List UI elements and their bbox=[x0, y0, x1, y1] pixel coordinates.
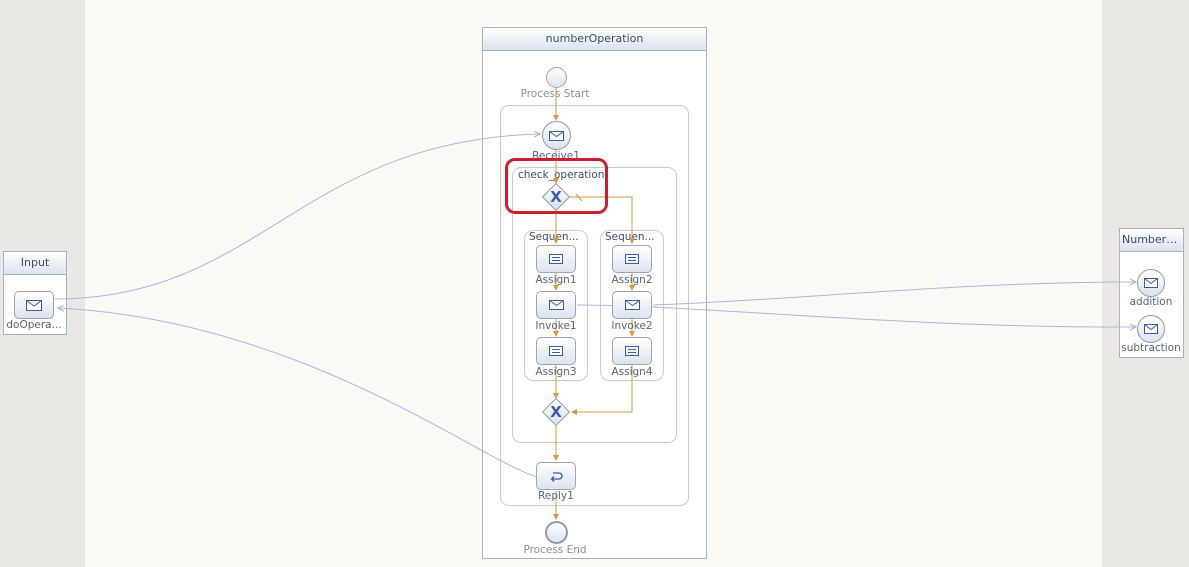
process-end-event[interactable] bbox=[545, 521, 568, 544]
invoke2-label: Invoke2 bbox=[611, 320, 653, 332]
exclusive-x-icon: X bbox=[550, 188, 562, 206]
process-start-event[interactable] bbox=[546, 67, 567, 88]
input-operation-label: doOpera... bbox=[6, 319, 62, 331]
exclusive-x-icon: X bbox=[550, 403, 562, 421]
check-operation-if-scope[interactable] bbox=[512, 167, 677, 443]
assign-icon bbox=[625, 346, 639, 356]
invoke1-label: Invoke1 bbox=[535, 320, 577, 332]
invoke1-activity[interactable] bbox=[536, 291, 576, 319]
process-end-label: Process End bbox=[523, 544, 587, 556]
reply-arrow-icon bbox=[550, 472, 563, 482]
envelope-icon bbox=[1144, 324, 1158, 334]
reply1-activity[interactable] bbox=[536, 462, 576, 490]
number-partner-title: NumberS... bbox=[1120, 229, 1183, 252]
assign1-activity[interactable] bbox=[536, 245, 576, 273]
process-start-label: Process Start bbox=[520, 88, 590, 100]
assign2-activity[interactable] bbox=[612, 245, 652, 273]
input-do-operation-button[interactable] bbox=[14, 291, 54, 319]
envelope-icon bbox=[624, 300, 640, 310]
envelope-icon bbox=[548, 300, 564, 310]
addition-operation-button[interactable] bbox=[1137, 269, 1165, 297]
assign-icon bbox=[549, 346, 563, 356]
assign3-activity[interactable] bbox=[536, 337, 576, 365]
link-invoke2-to-addition bbox=[652, 282, 1136, 306]
invoke2-activity[interactable] bbox=[612, 291, 652, 319]
addition-label: addition bbox=[1129, 296, 1173, 308]
assign-icon bbox=[625, 254, 639, 264]
reply1-label: Reply1 bbox=[538, 490, 574, 502]
input-partner-title: Input bbox=[4, 252, 66, 275]
envelope-icon bbox=[1144, 278, 1158, 288]
process-container[interactable]: numberOperation bbox=[482, 27, 707, 559]
subtraction-label: subtraction bbox=[1121, 342, 1181, 354]
assign-icon bbox=[549, 254, 563, 264]
assign2-label: Assign2 bbox=[611, 274, 653, 286]
assign4-activity[interactable] bbox=[612, 337, 652, 365]
link-reply-to-input bbox=[58, 308, 538, 478]
highlight-annotation bbox=[505, 158, 608, 214]
assign3-label: Assign3 bbox=[535, 366, 577, 378]
envelope-icon bbox=[549, 130, 564, 141]
envelope-icon bbox=[26, 299, 42, 311]
subtraction-operation-button[interactable] bbox=[1137, 315, 1165, 343]
receive1-activity[interactable] bbox=[542, 121, 571, 150]
link-input-to-receive bbox=[54, 134, 540, 300]
assign1-label: Assign1 bbox=[535, 274, 577, 286]
process-title: numberOperation bbox=[483, 28, 706, 51]
assign4-label: Assign4 bbox=[611, 366, 653, 378]
main-sequence-scope[interactable] bbox=[500, 105, 689, 506]
